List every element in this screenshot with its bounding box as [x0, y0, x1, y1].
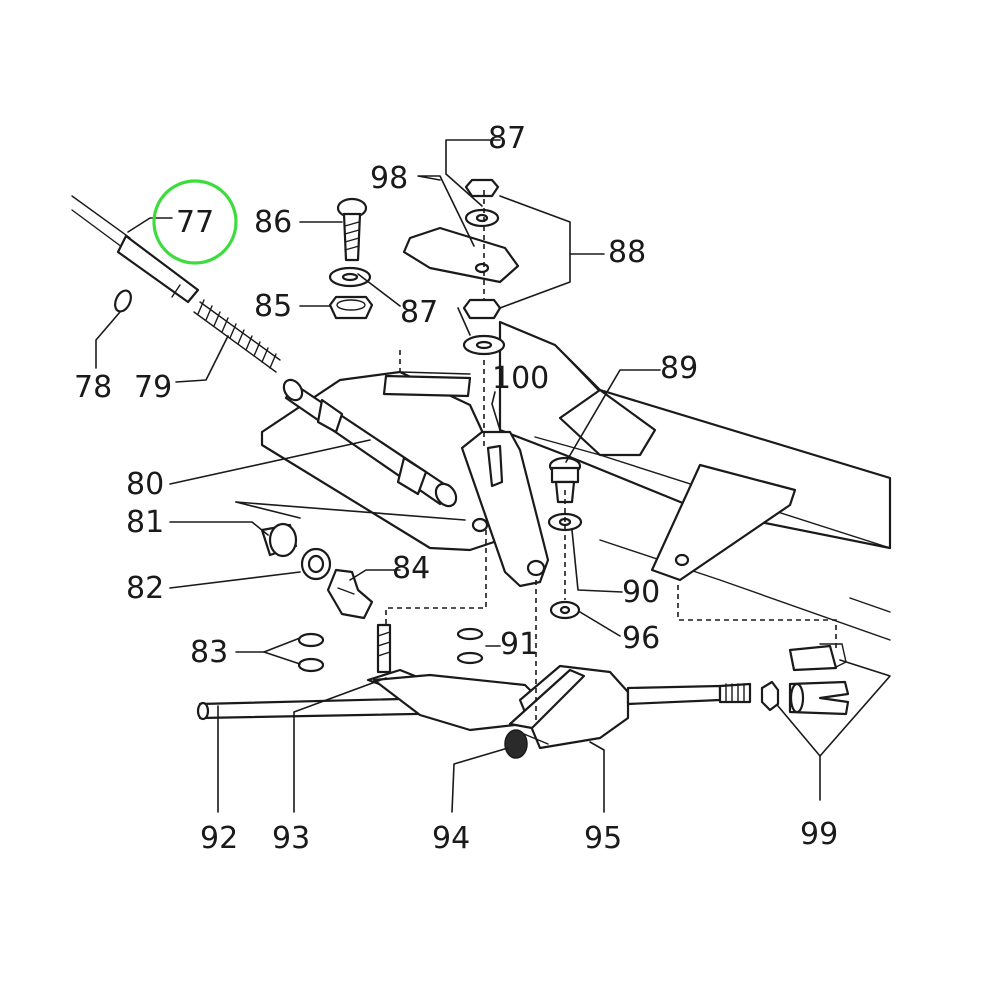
- cable-77: [71, 195, 200, 304]
- highlight-circle-77: [152, 179, 238, 265]
- washer-87-left: [328, 266, 372, 288]
- ring-78: [114, 289, 132, 313]
- callout-79: 79: [134, 370, 172, 405]
- bushing-82: [300, 547, 332, 581]
- clevis-99: [788, 680, 850, 716]
- callout-90: 90: [622, 575, 660, 610]
- callout-88: 88: [608, 235, 646, 270]
- callout-86: 86: [254, 205, 292, 240]
- bolt-86: [336, 197, 368, 262]
- callout-92: 92: [200, 821, 238, 856]
- callout-98: 98: [370, 161, 408, 196]
- assembly-lines: [385, 190, 837, 720]
- callout-81: 81: [126, 505, 164, 540]
- triangle-bracket: [650, 463, 797, 582]
- callout-96: 96: [622, 621, 660, 656]
- callout-91: 91: [500, 627, 538, 662]
- callout-82: 82: [126, 571, 164, 606]
- callout-93: 93: [272, 821, 310, 856]
- spring-79: [193, 299, 281, 373]
- nut-96: [549, 600, 581, 620]
- bolt-89: [548, 456, 582, 504]
- callout-99: 99: [800, 817, 838, 852]
- clip-99: [788, 643, 847, 672]
- knob-94: [504, 729, 549, 759]
- bushing-81: [260, 522, 298, 558]
- bracket-98: [402, 226, 520, 284]
- clip-84: [326, 568, 374, 620]
- leader-lines: [95, 139, 891, 813]
- callout-85: 85: [254, 289, 292, 324]
- callout-80: 80: [126, 467, 164, 502]
- frame-beam: [498, 320, 892, 641]
- callout-100: 100: [492, 361, 549, 396]
- callout-95: 95: [584, 821, 622, 856]
- callout-77: 77: [176, 205, 214, 240]
- callout-78: 78: [74, 370, 112, 405]
- nut-85: [328, 295, 374, 320]
- washer-87-bottom: [462, 334, 506, 356]
- nut-99: [760, 680, 780, 712]
- spacer-block: [382, 371, 472, 398]
- callout-94: 94: [432, 821, 470, 856]
- plate-80: [260, 370, 502, 552]
- callout-87-top: 87: [488, 121, 526, 156]
- callout-84: 84: [392, 551, 430, 586]
- nut-88-top: [464, 178, 500, 198]
- washer-87-top: [464, 208, 500, 228]
- callout-89: 89: [660, 351, 698, 386]
- cylinder-95: [508, 664, 752, 750]
- nut-88-bottom: [462, 298, 502, 320]
- washers-91: [456, 627, 484, 665]
- callout-labels: 77 78 79 80 81 82 83 84 85 86 87 87 88 8…: [74, 121, 838, 856]
- washers-83: [297, 632, 325, 673]
- lever-100: [460, 430, 550, 588]
- callout-83: 83: [190, 635, 228, 670]
- callout-87-mid: 87: [400, 295, 438, 330]
